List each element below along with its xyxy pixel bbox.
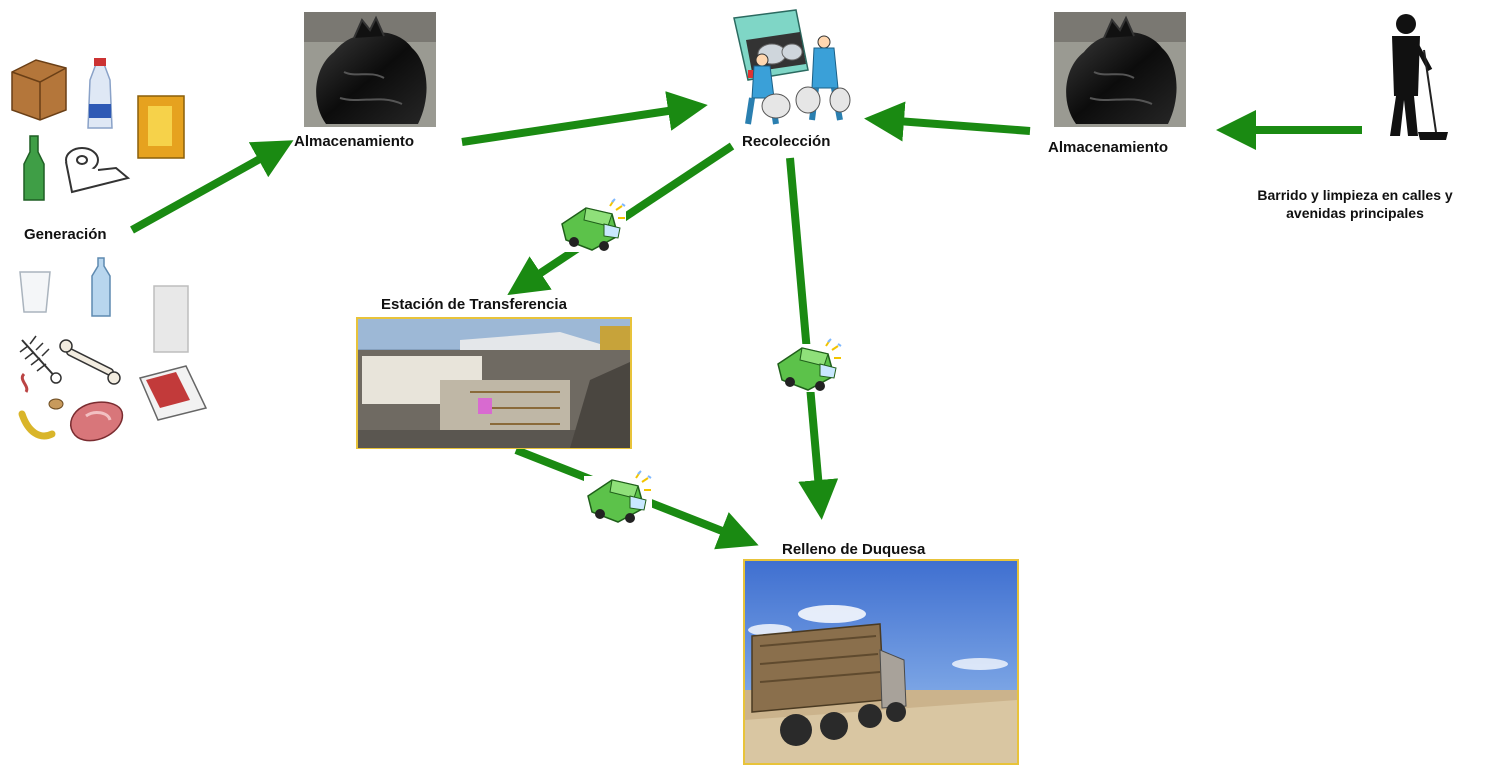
trash-bag-icon [303, 11, 437, 128]
arrow-generacion-to-almacenamiento [130, 140, 294, 234]
arrow-recoleccion-to-estacion [507, 142, 735, 296]
label-almacenamiento-right: Almacenamiento [1048, 139, 1169, 156]
garbage-truck-workers-icon [733, 9, 851, 125]
garbage-truck-icon [557, 198, 627, 253]
label-recoleccion: Recolección [742, 133, 831, 150]
label-generacion: Generación [24, 226, 107, 243]
arrow-almacenamiento-to-recoleccion [461, 91, 708, 146]
sweeper-icon [1390, 14, 1448, 140]
arrow-almacenamiento-right-to-recoleccion [864, 101, 1031, 142]
garbage-truck-icon [583, 470, 653, 525]
label-barrido: Barrido y limpieza en calles y avenidas … [1257, 187, 1453, 221]
transfer-station-photo [356, 317, 632, 449]
garbage-truck-icon [773, 338, 843, 393]
waste-items-icon [11, 58, 208, 442]
trash-bag-icon [1053, 11, 1187, 128]
label-almacenamiento-left: Almacenamiento [294, 133, 415, 150]
label-estacion-transferencia: Estación de Transferencia [381, 296, 567, 313]
label-relleno-duquesa: Relleno de Duquesa [782, 541, 926, 558]
landfill-photo [743, 559, 1019, 765]
arrow-recoleccion-to-relleno [786, 157, 839, 520]
